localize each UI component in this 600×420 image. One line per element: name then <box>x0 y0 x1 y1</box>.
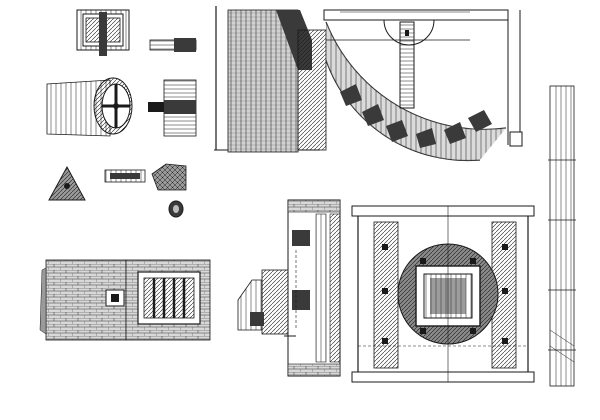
square-plan-drawing <box>351 205 535 383</box>
triangle-stone-figure <box>48 165 86 201</box>
wooden-peg-figure <box>149 38 197 52</box>
roller-drum-figure <box>46 77 133 137</box>
bracket-block-figure <box>148 79 197 137</box>
grate-plan <box>125 259 211 341</box>
section-elevation-drawing <box>237 199 341 377</box>
brick-furnace-front <box>39 259 127 341</box>
round-nut-figure <box>168 200 184 218</box>
scale-ruler <box>548 85 576 387</box>
small-box-figure <box>76 9 130 56</box>
wheel-elevation-drawing <box>214 6 523 162</box>
small-block-figure <box>151 163 187 191</box>
flat-bar-figure <box>104 169 146 183</box>
